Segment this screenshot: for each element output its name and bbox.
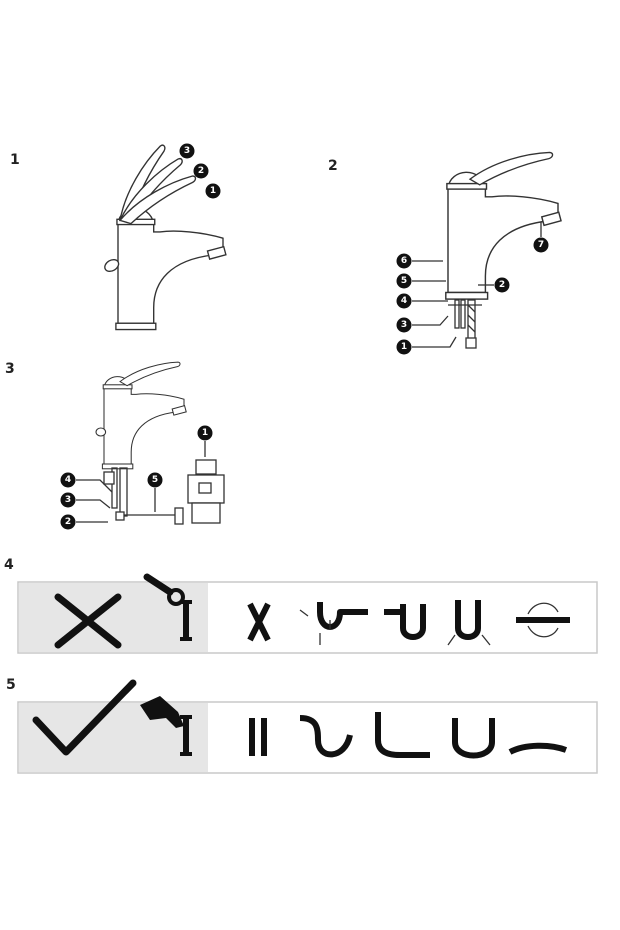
callout-4: 4 [396,293,412,309]
gentle-s-bend-icon [299,715,353,758]
callout-1: 1 [205,183,221,199]
callout-2: 2 [60,514,76,530]
faucet-drawing [95,354,187,470]
faucet-drawing [97,143,227,331]
callout-5: 5 [396,273,412,289]
svg-text:3: 3 [184,146,190,156]
step-number: 1 [10,152,20,168]
drain-assembly [103,459,225,525]
crossed-hose-icon [247,602,271,642]
svg-text:2: 2 [65,517,71,527]
callout-3: 3 [60,492,76,508]
svg-text:4: 4 [65,475,71,485]
rotated-hose-icon [516,602,570,638]
svg-text:5: 5 [401,276,407,286]
callout-6: 6 [396,253,412,269]
svg-text:2: 2 [198,166,204,176]
callout-2: 2 [193,163,209,179]
straight-hoses-icon [249,718,267,756]
svg-text:3: 3 [401,320,407,330]
hand-icon [140,696,192,756]
callout-arrows [76,441,206,523]
callout-3: 3 [396,317,412,333]
callout-3: 3 [179,143,195,159]
callout-5: 5 [147,472,163,488]
step-number: 5 [6,677,16,693]
svg-text:4: 4 [401,296,407,306]
step-4-incorrect-panel: 4 [4,557,598,654]
callout-7: 7 [533,237,549,253]
svg-text:6: 6 [401,256,407,266]
step-number: 4 [4,557,14,573]
gentle-u-bend-icon [452,718,495,759]
stretched-hose-icon [447,600,491,646]
step-3: 3 1 5 4 3 2 [5,354,225,530]
svg-text:1: 1 [401,342,407,352]
svg-text:1: 1 [210,186,216,196]
sharp-bend-hose-icon [384,604,426,640]
callout-1: 1 [396,339,412,355]
step-number: 2 [328,158,338,174]
wrench-hand-icon [143,573,192,641]
cross-icon [54,593,122,649]
step-number: 3 [5,361,15,377]
svg-text:5: 5 [152,475,158,485]
step-2: 2 6 5 4 3 1 2 7 [328,141,562,355]
step-1: 1 3 2 1 [10,143,227,331]
callout-2: 2 [494,277,510,293]
svg-text:2: 2 [499,280,505,290]
step-5-correct-panel: 5 [6,677,598,774]
callout-4: 4 [60,472,76,488]
svg-text:3: 3 [65,495,71,505]
callout-arrows [412,222,542,348]
svg-text:7: 7 [538,240,544,250]
gentle-l-bend-icon [375,712,430,758]
slight-curve-hose-icon [508,742,568,755]
twisted-hose-icon [299,602,368,645]
checkmark-icon [32,679,137,756]
supply-hoses [448,299,482,349]
callout-1: 1 [197,425,213,441]
svg-text:1: 1 [202,428,208,438]
faucet-drawing [445,141,562,300]
